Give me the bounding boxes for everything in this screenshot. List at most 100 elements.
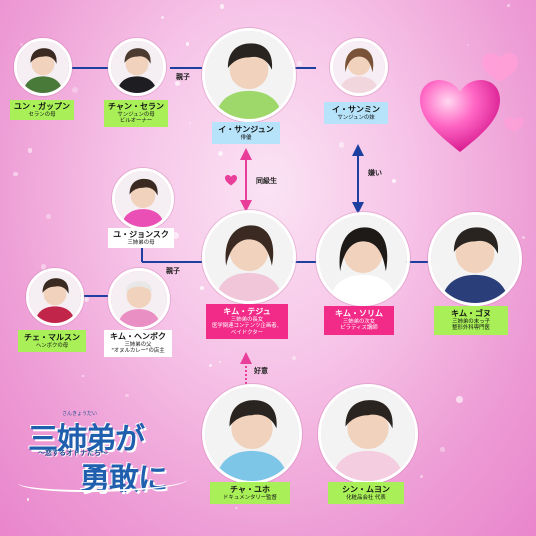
desc-shin-muyeong: 化粧品会社 代表 — [346, 494, 386, 501]
sparkle-dot — [172, 232, 179, 240]
sparkle-dot — [218, 360, 221, 364]
portrait-kim-geonu — [428, 212, 522, 306]
sparkle-dot — [291, 356, 296, 361]
relation-affection: 好意 — [254, 367, 268, 375]
sparkle-dot — [185, 42, 190, 46]
portrait-yu-jeongsuk-image — [115, 171, 171, 227]
label-kim-taeju: キム・テジュ 三姉弟の長女 医学関連コンテンツ企画者、 ベイドクター — [206, 304, 288, 340]
sparkle-dot — [522, 236, 526, 240]
sparkle-dot — [219, 4, 225, 9]
portrait-lee-sangjun-image — [205, 31, 293, 119]
portrait-kim-taeju — [202, 210, 296, 304]
desc-cha-yuho: ドキュメンタリー監督 — [223, 494, 277, 501]
desc-choi-malsun: ヘンボクの母 — [35, 342, 69, 349]
desc-yun-gappun: セランの母 — [28, 111, 56, 118]
portrait-kim-haengbok-image — [111, 271, 167, 327]
portrait-kim-sorim — [316, 212, 410, 306]
sparkle-dot — [27, 148, 33, 153]
name-cha-yuho: チャ・ユホ — [230, 485, 270, 494]
portrait-shin-muyeong-image — [321, 387, 415, 481]
name-choi-malsun: チェ・マルスン — [24, 333, 80, 342]
name-kim-taeju: キム・テジュ — [223, 307, 271, 316]
sparkle-dot — [235, 506, 239, 510]
label-yun-gappun: ユン・ガップン セランの母 — [10, 100, 74, 121]
name-yun-gappun: ユン・ガップン — [14, 102, 70, 111]
title-swoosh — [18, 470, 188, 492]
desc-kim-taeju: 三姉弟の長女 医学関連コンテンツ企画者、 ベイドクター — [211, 316, 283, 336]
sparkle-dot — [161, 15, 165, 19]
sparkle-dot — [83, 297, 90, 303]
sparkle-dot — [456, 396, 463, 403]
sparkle-dot — [420, 475, 424, 478]
name-lee-sangjun: イ・サンジュン — [218, 125, 274, 134]
portrait-jang-seran — [108, 38, 166, 96]
label-kim-sorim: キム・ソリム 三姉弟の次女 ピラティス講師 — [324, 306, 394, 335]
desc-kim-sorim: 三姉弟の次女 ピラティス講師 — [340, 318, 378, 332]
sparkle-dot — [45, 213, 51, 219]
name-jang-seran: チャン・セラン — [108, 102, 164, 111]
sparkle-dot — [297, 61, 302, 66]
relation-parent-child-top: 親子 — [176, 73, 190, 81]
sparkle-dot — [391, 179, 396, 184]
name-kim-sorim: キム・ソリム — [335, 309, 383, 318]
sparkle-dot — [175, 81, 180, 87]
portrait-kim-geonu-image — [431, 215, 519, 303]
sparkle-dot — [440, 446, 445, 452]
title-line1: 三姉弟が — [28, 422, 145, 457]
desc-yu-jeongsuk: 三姉弟の母 — [127, 239, 155, 246]
sparkle-dot — [125, 393, 129, 398]
name-yu-jeongsuk: ユ・ジョンスク — [113, 230, 169, 239]
sparkle-dot — [188, 122, 191, 125]
portrait-choi-malsun — [26, 268, 84, 326]
portrait-kim-taeju-image — [205, 213, 293, 301]
sparkle-dot — [466, 43, 470, 47]
desc-kim-geonu: 三姉弟の末っ子 整形外科専門医 — [452, 318, 490, 332]
label-lee-sangjun: イ・サンジュン 俳優 — [212, 122, 280, 145]
portrait-yun-gappun — [14, 38, 72, 96]
sparkle-dot — [199, 286, 205, 291]
portrait-lee-sangjun — [202, 28, 296, 122]
heart-decoration-icon — [420, 53, 524, 152]
portrait-choi-malsun-image — [29, 271, 81, 323]
portrait-yun-gappun-image — [17, 41, 69, 93]
portrait-lee-sanmin — [330, 38, 388, 96]
label-choi-malsun: チェ・マルスン ヘンボクの母 — [18, 330, 86, 353]
portrait-yu-jeongsuk — [112, 168, 174, 230]
portrait-shin-muyeong — [318, 384, 418, 484]
desc-kim-haengbok: 三姉弟の父 "オヌルカレー"の店主 — [111, 341, 165, 355]
label-lee-sanmin: イ・サンミン サンジュンの妹 — [324, 102, 388, 125]
name-kim-geonu: キム・ゴヌ — [451, 309, 491, 318]
sparkle-dot — [506, 3, 511, 8]
sparkle-dot — [338, 142, 345, 148]
heart-icon — [225, 175, 237, 186]
desc-jang-seran: サンジュンの母 ビルオーナー — [117, 111, 155, 125]
sparkle-dot — [40, 264, 46, 270]
label-cha-yuho: チャ・ユホ ドキュメンタリー監督 — [210, 482, 290, 505]
portrait-cha-yuho-image — [205, 387, 299, 481]
relation-classmates: 同級生 — [256, 177, 277, 185]
label-kim-geonu: キム・ゴヌ 三姉弟の末っ子 整形外科専門医 — [434, 306, 508, 335]
relation-dislike: 嫌い — [368, 169, 382, 177]
label-jang-seran: チャン・セラン サンジュンの母 ビルオーナー — [104, 100, 168, 127]
label-kim-haengbok: キム・ヘンボク 三姉弟の父 "オヌルカレー"の店主 — [104, 330, 172, 357]
sparkle-dot — [19, 43, 23, 47]
desc-lee-sanmin: サンジュンの妹 — [337, 114, 375, 121]
portrait-cha-yuho — [202, 384, 302, 484]
label-shin-muyeong: シン・ムヨン 化粧品会社 代表 — [328, 482, 404, 505]
sparkle-dot — [72, 87, 79, 94]
title-ruby: さんきょうだい — [62, 411, 98, 417]
title-subtitle: 〜恋するオトナたち〜 — [38, 449, 108, 457]
relation-parent-child-mid: 親子 — [166, 267, 180, 275]
sparkle-dot — [208, 363, 212, 367]
sparkle-dot — [12, 171, 18, 177]
sparkle-dot — [81, 374, 84, 377]
portrait-jang-seran-image — [111, 41, 163, 93]
name-shin-muyeong: シン・ムヨン — [342, 485, 390, 494]
name-lee-sanmin: イ・サンミン — [332, 105, 380, 114]
sparkle-dot — [26, 497, 30, 501]
portrait-lee-sanmin-image — [333, 41, 385, 93]
portrait-kim-haengbok — [108, 268, 170, 330]
label-yu-jeongsuk: ユ・ジョンスク 三姉弟の母 — [108, 228, 174, 249]
